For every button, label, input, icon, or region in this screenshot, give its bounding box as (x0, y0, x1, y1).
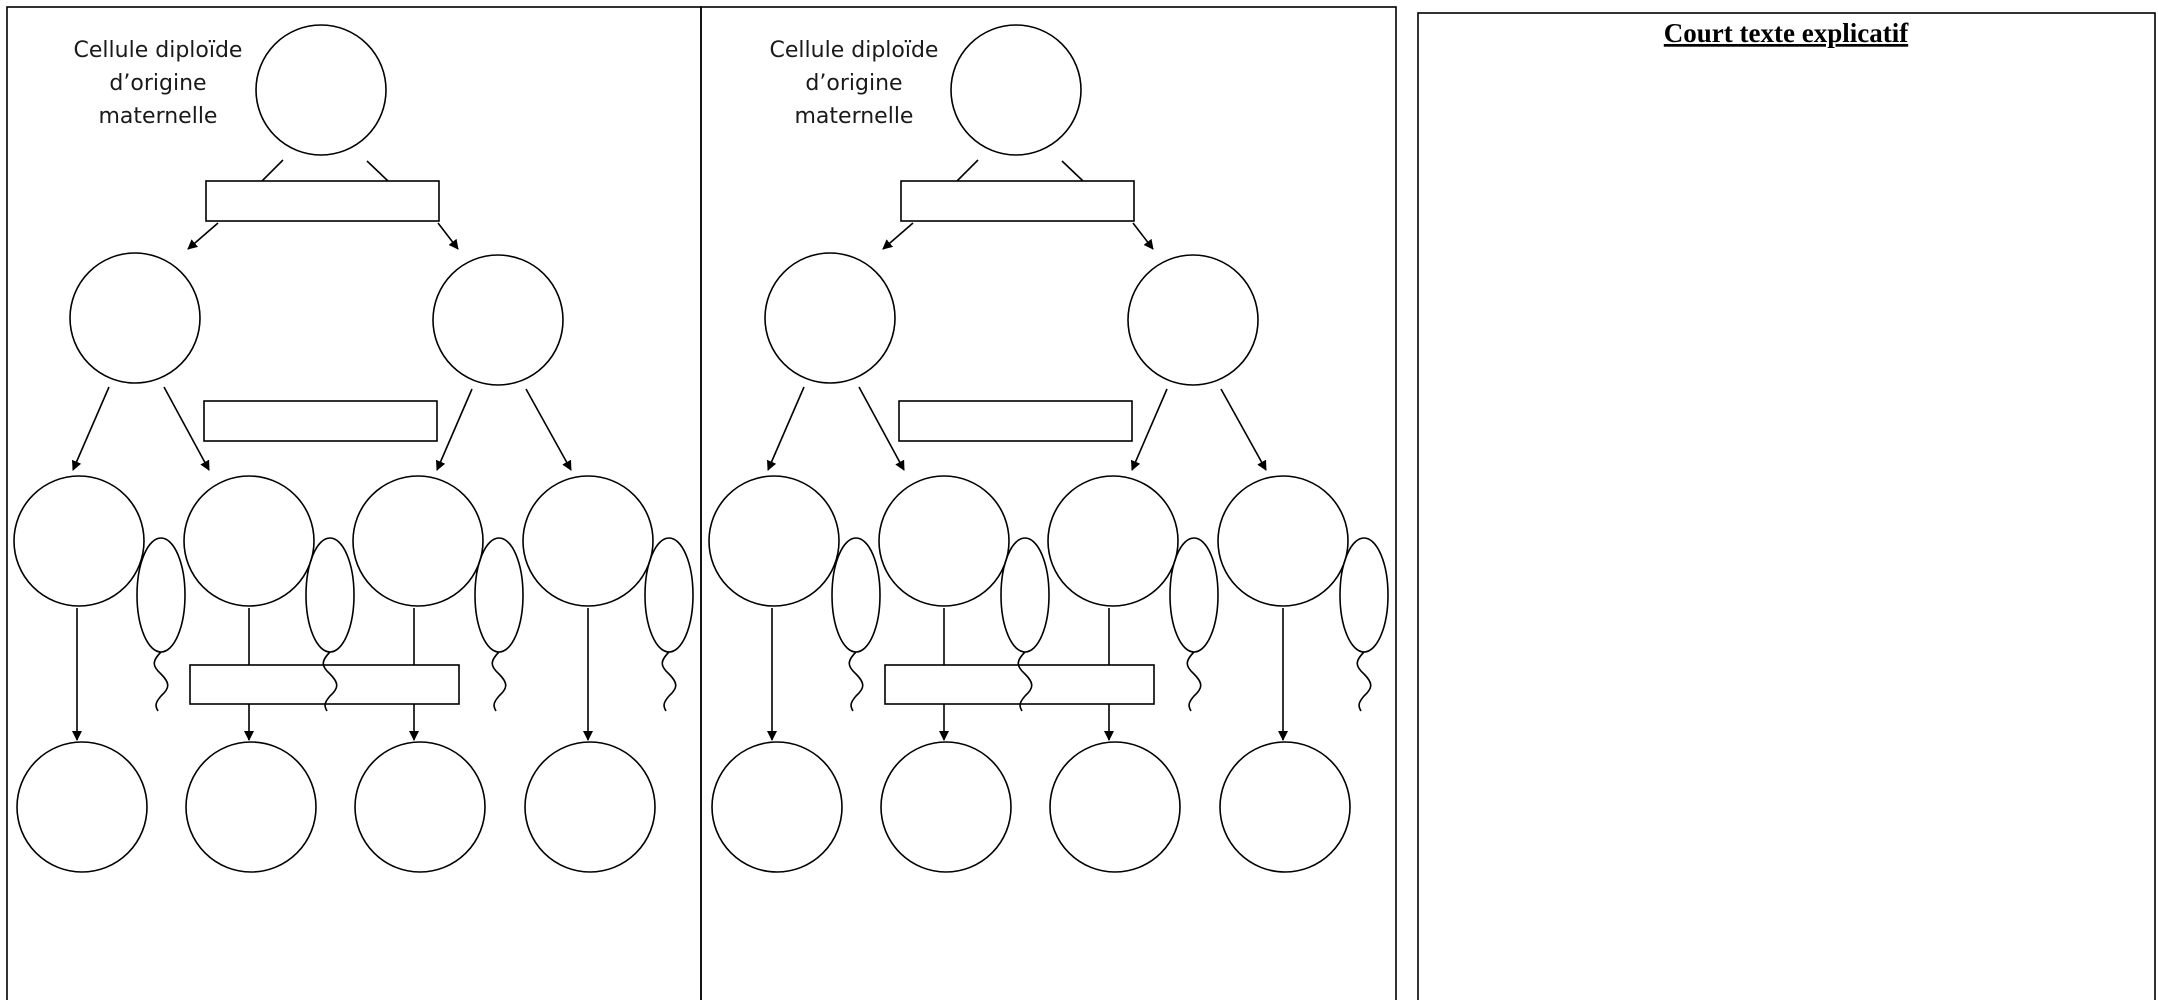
gamete-cell (183, 475, 315, 607)
spermatozoon-head (644, 537, 694, 653)
fertilisation-label-box (884, 664, 1155, 705)
panel-1-diagram (13, 24, 694, 873)
zygote-cell (1049, 741, 1181, 873)
panel-1-label-line-1: Cellule diploïde (74, 38, 243, 63)
division-label-box-1 (205, 180, 440, 222)
division-arrow (1130, 388, 1168, 471)
explanation-box-frame (1417, 12, 2156, 1005)
gamete-cell (878, 475, 1010, 607)
division-arrow (187, 222, 219, 250)
spermatozoon-tail (848, 651, 864, 712)
spermatozoon-tail (1356, 651, 1372, 712)
panel-1-label-line-2: d’origine (109, 71, 206, 96)
division-label-box-1 (900, 180, 1135, 222)
spermatozoon-head (831, 537, 881, 653)
panel-2-label-line-2: d’origine (805, 71, 902, 96)
zygote-cell (1219, 741, 1351, 873)
division-arrow (858, 386, 905, 471)
spermatozoon-tail (322, 651, 338, 712)
zygote-cell (185, 741, 317, 873)
gamete-cell (13, 475, 145, 607)
division-arrow (435, 388, 473, 471)
spermatozoon-head (474, 537, 524, 653)
spermatozoon-head (1169, 537, 1219, 653)
spermatozoon-tail (491, 651, 507, 712)
zygote-cell (524, 741, 656, 873)
zygote-cell (16, 741, 148, 873)
spermatozoon-tail (153, 651, 169, 712)
gamete-cell (1217, 475, 1349, 607)
division-arrow (882, 222, 914, 250)
division-arrow (766, 386, 805, 471)
daughter-cell (764, 252, 896, 384)
explanation-title: Court texte explicatif (1664, 18, 1909, 48)
zygote-cell (711, 741, 843, 873)
gamete-cell (708, 475, 840, 607)
panel-1-label-line-3: maternelle (99, 104, 218, 129)
division-arrow (163, 386, 210, 471)
spermatozoon-head (1000, 537, 1050, 653)
panel-2-diagram (708, 24, 1389, 873)
division-arrow (1132, 222, 1154, 250)
division-arrow (437, 222, 459, 250)
division-arrow (71, 386, 110, 471)
connector-line (261, 159, 284, 182)
division-arrow (525, 388, 572, 471)
division-label-box-2 (898, 400, 1133, 442)
connector-line (366, 160, 389, 182)
fertilisation-label-box (189, 664, 460, 705)
spermatozoon-tail (1186, 651, 1202, 712)
spermatozoon-head (136, 537, 186, 653)
panel-2-frame (700, 6, 1397, 1005)
panel-2-label-line-3: maternelle (795, 104, 914, 129)
zygote-cell (880, 741, 1012, 873)
connector-line (1061, 160, 1084, 182)
gamete-cell (1047, 475, 1179, 607)
diploid-cell (255, 24, 387, 156)
division-label-box-2 (203, 400, 438, 442)
spermatozoon-tail (661, 651, 677, 712)
zygote-cell (354, 741, 486, 873)
daughter-cell (432, 254, 564, 386)
panel-1-frame (6, 6, 702, 1005)
daughter-cell (69, 252, 201, 384)
gamete-cell (522, 475, 654, 607)
spermatozoon-head (1339, 537, 1389, 653)
spermatozoon-head (305, 537, 355, 653)
connector-line (956, 159, 979, 182)
gamete-cell (352, 475, 484, 607)
division-arrow (1220, 388, 1267, 471)
daughter-cell (1127, 254, 1259, 386)
diploid-cell (950, 24, 1082, 156)
spermatozoon-tail (1017, 651, 1033, 712)
panel-2-label-line-1: Cellule diploïde (770, 38, 939, 63)
